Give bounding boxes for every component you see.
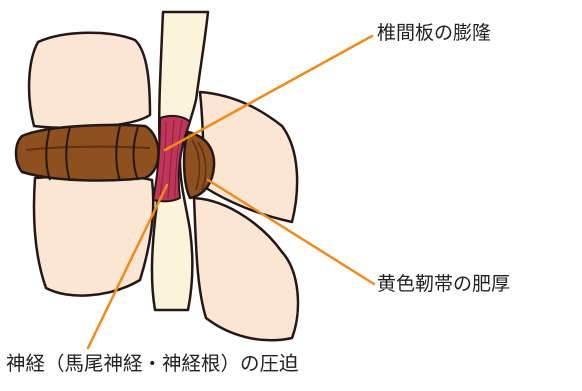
- label-ligament-thickening: 黄色靭帯の肥厚: [377, 275, 510, 294]
- label-disc-bulge: 椎間板の膨隆: [377, 24, 491, 43]
- left-lower-vertebra: [34, 176, 153, 296]
- label-nerve-compression: 神経（馬尾神経・神経根）の圧迫: [6, 354, 299, 374]
- left-upper-vertebra: [29, 33, 150, 128]
